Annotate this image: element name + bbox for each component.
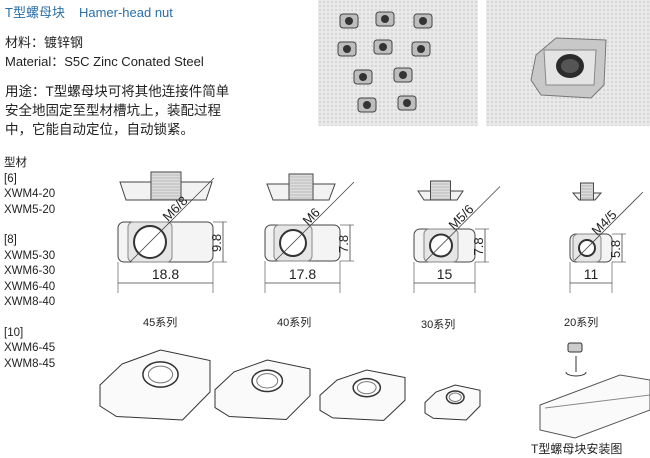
rotate-arrow xyxy=(565,371,587,377)
nut-3d-thread xyxy=(147,365,174,384)
nut-3d-thread xyxy=(448,392,462,402)
rail-slot-line xyxy=(544,394,650,409)
slot-size: [6] xyxy=(4,172,17,185)
profile-item: XWM6-45 xyxy=(4,342,56,354)
diameter-leader xyxy=(275,181,355,261)
series-label: 40系列 xyxy=(277,317,312,329)
profile-item: XWM5-30 xyxy=(4,249,56,262)
install-nut xyxy=(567,342,583,353)
nut-hole xyxy=(379,43,387,51)
nuts-group-photo xyxy=(318,0,478,126)
nut-hole xyxy=(343,45,351,53)
height-label: 5.8 xyxy=(608,240,623,258)
width-label: 18.8 xyxy=(152,266,179,282)
profile-item: XWM5-20 xyxy=(4,203,56,216)
thread-size-label: M4/5 xyxy=(589,207,620,238)
diameter-leader xyxy=(425,186,501,261)
profile-list: 型材 [6] XWM4-20 XWM5-20 [8] XWM5-30 XWM6-… xyxy=(4,156,55,372)
nut-hole xyxy=(419,17,427,25)
nut-hole xyxy=(363,101,371,109)
series-label: 45系列 xyxy=(143,317,178,329)
usage-line: 中，它能自动定位，自动锁紧。 xyxy=(5,122,194,137)
nut-hole xyxy=(345,17,353,25)
thread-size-label: M5/6 xyxy=(446,202,477,233)
width-label: 17.8 xyxy=(289,266,316,282)
profile-item: XWM8-40 xyxy=(4,296,56,308)
series-label: 30系列 xyxy=(421,319,456,331)
usage-block: 用途：T型螺母块可将其他连接件简单 安全地固定至型材槽坑上，装配过程 中，它能自… xyxy=(5,82,229,139)
nut-hole xyxy=(399,71,407,79)
thread-body xyxy=(430,180,451,201)
profile-item: XWM8-45 xyxy=(4,357,56,370)
profile-item: XWM6-30 xyxy=(4,265,56,277)
width-label: 15 xyxy=(437,266,453,282)
nut-hole xyxy=(359,73,367,81)
slot-size: [10] xyxy=(4,326,24,339)
material-en: Material：S5C Zinc Conated Steel xyxy=(5,54,204,69)
nut-hole xyxy=(403,99,411,107)
series-label: 20系列 xyxy=(564,317,599,329)
thread-body xyxy=(580,182,594,201)
nut-hole xyxy=(381,15,389,23)
nut-3d-thread xyxy=(356,381,377,395)
usage-line: 用途：T型螺母块可将其他连接件简单 xyxy=(5,84,230,99)
height-label: 9.8 xyxy=(209,234,224,252)
thread-body xyxy=(150,171,182,201)
height-label: 7.8 xyxy=(336,235,351,253)
profile-rail xyxy=(539,374,650,439)
nut-closeup-photo xyxy=(486,0,650,126)
title-cn: T型螺母块 xyxy=(5,5,65,20)
title-en: Hamer-head nut xyxy=(78,5,173,20)
diameter-leader xyxy=(574,191,644,261)
diameter-leader xyxy=(129,177,215,263)
usage-line: 安全地固定至型材槽坑上，装配过程 xyxy=(5,103,221,118)
slot-size: [8] xyxy=(4,234,17,246)
nut-3d-thread xyxy=(256,373,279,389)
profile-item: XWM4-20 xyxy=(4,188,56,200)
install-caption: T型螺母块安装图 xyxy=(531,442,623,456)
height-label: 7.8 xyxy=(471,237,486,255)
width-label: 11 xyxy=(584,266,599,282)
material-block: 材料：镀锌钢 Material：S5C Zinc Conated Steel xyxy=(5,33,204,71)
profile-item: XWM6-40 xyxy=(4,280,56,293)
material-cn: 材料：镀锌钢 xyxy=(5,35,84,50)
thread-body xyxy=(288,173,314,201)
nut-hole xyxy=(417,45,425,53)
profile-heading: 型材 xyxy=(4,157,27,169)
page-title: T型螺母块 Hamer-head nut xyxy=(5,2,187,21)
